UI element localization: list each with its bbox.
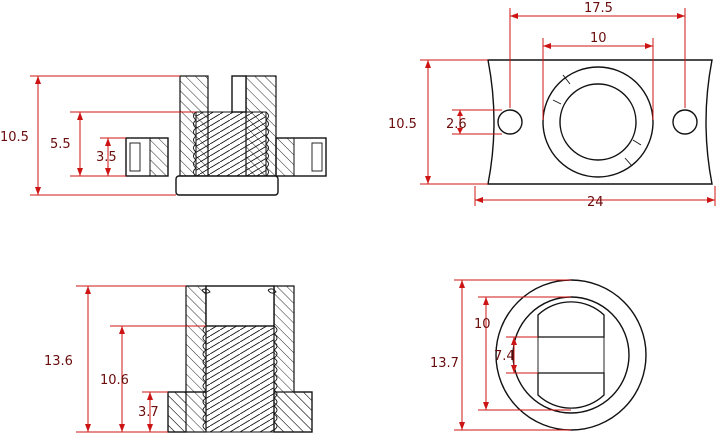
inner-lobe-top [537, 301, 605, 338]
dim-label-bore-1: 10 [590, 31, 607, 46]
dim-slot-width: 7.4 [494, 336, 538, 374]
flanged-top-view: 17.5 10 10.5 2.6 [388, 1, 716, 210]
slot-mark [552, 99, 562, 105]
dim-hole-spacing: 17.5 [509, 1, 686, 108]
flange-left [125, 137, 169, 177]
dim-label-width: 24 [587, 195, 604, 210]
round-wall-right [273, 285, 313, 433]
dim-hole-dia: 2.6 [446, 109, 502, 135]
dim-label-overall-height-1: 10.5 [0, 130, 29, 145]
round-wall-left [167, 285, 207, 433]
dim-height-2: 10.5 [388, 59, 488, 185]
flange-right [275, 137, 327, 177]
thread-start [201, 288, 277, 294]
dim-thread-depth-1: 5.5 [50, 111, 196, 177]
round-top-view: 13.7 10 7.4 [430, 279, 647, 431]
slot-mark [632, 139, 642, 146]
dim-flange-height-3: 3.7 [138, 391, 168, 432]
dim-overall-height-1: 10.5 [0, 75, 180, 196]
dim-overall-height-3: 13.6 [44, 285, 186, 433]
thread-bore [193, 111, 269, 177]
mounting-hole-right [672, 109, 698, 135]
bottom-boss [175, 175, 279, 196]
inner-lobe-bottom [537, 372, 605, 409]
bore-outer-circle [542, 66, 654, 178]
round-slot [205, 285, 275, 327]
dim-width: 24 [474, 186, 716, 210]
dim-label-outer-dia: 13.7 [430, 356, 459, 371]
slot-mark [562, 74, 571, 85]
dim-label-thread-depth-1: 5.5 [50, 137, 71, 152]
dim-bore-4: 10 [474, 296, 571, 411]
dim-label-height-2: 10.5 [388, 117, 417, 132]
dim-outer-dia: 13.7 [430, 279, 571, 431]
dim-bore-1: 10 [542, 31, 654, 120]
dim-flange-height-1: 3.5 [96, 137, 126, 176]
dim-label-hole-dia: 2.6 [446, 117, 467, 132]
dim-label-flange-height-3: 3.7 [138, 405, 159, 420]
slot-edges [537, 337, 605, 373]
dim-label-thread-depth-3: 10.6 [100, 373, 129, 388]
dim-label-slot-width: 7.4 [494, 349, 515, 364]
dim-label-bore-4: 10 [474, 317, 491, 332]
dim-label-hole-spacing: 17.5 [584, 1, 613, 16]
dim-thread-depth-3: 10.6 [100, 325, 206, 432]
slot [231, 75, 247, 113]
flange-outline [487, 59, 713, 185]
dim-label-overall-height-3: 13.6 [44, 354, 73, 369]
round-thread-bore [202, 325, 278, 433]
slot-mark [624, 157, 633, 167]
round-section-view: 13.6 10.6 3.7 [44, 285, 313, 433]
mounting-hole-left [497, 109, 523, 135]
bore-inner-circle [559, 83, 637, 161]
flanged-section-view: 10.5 5.5 3.5 [0, 75, 327, 196]
dim-label-flange-height-1: 3.5 [96, 150, 117, 165]
